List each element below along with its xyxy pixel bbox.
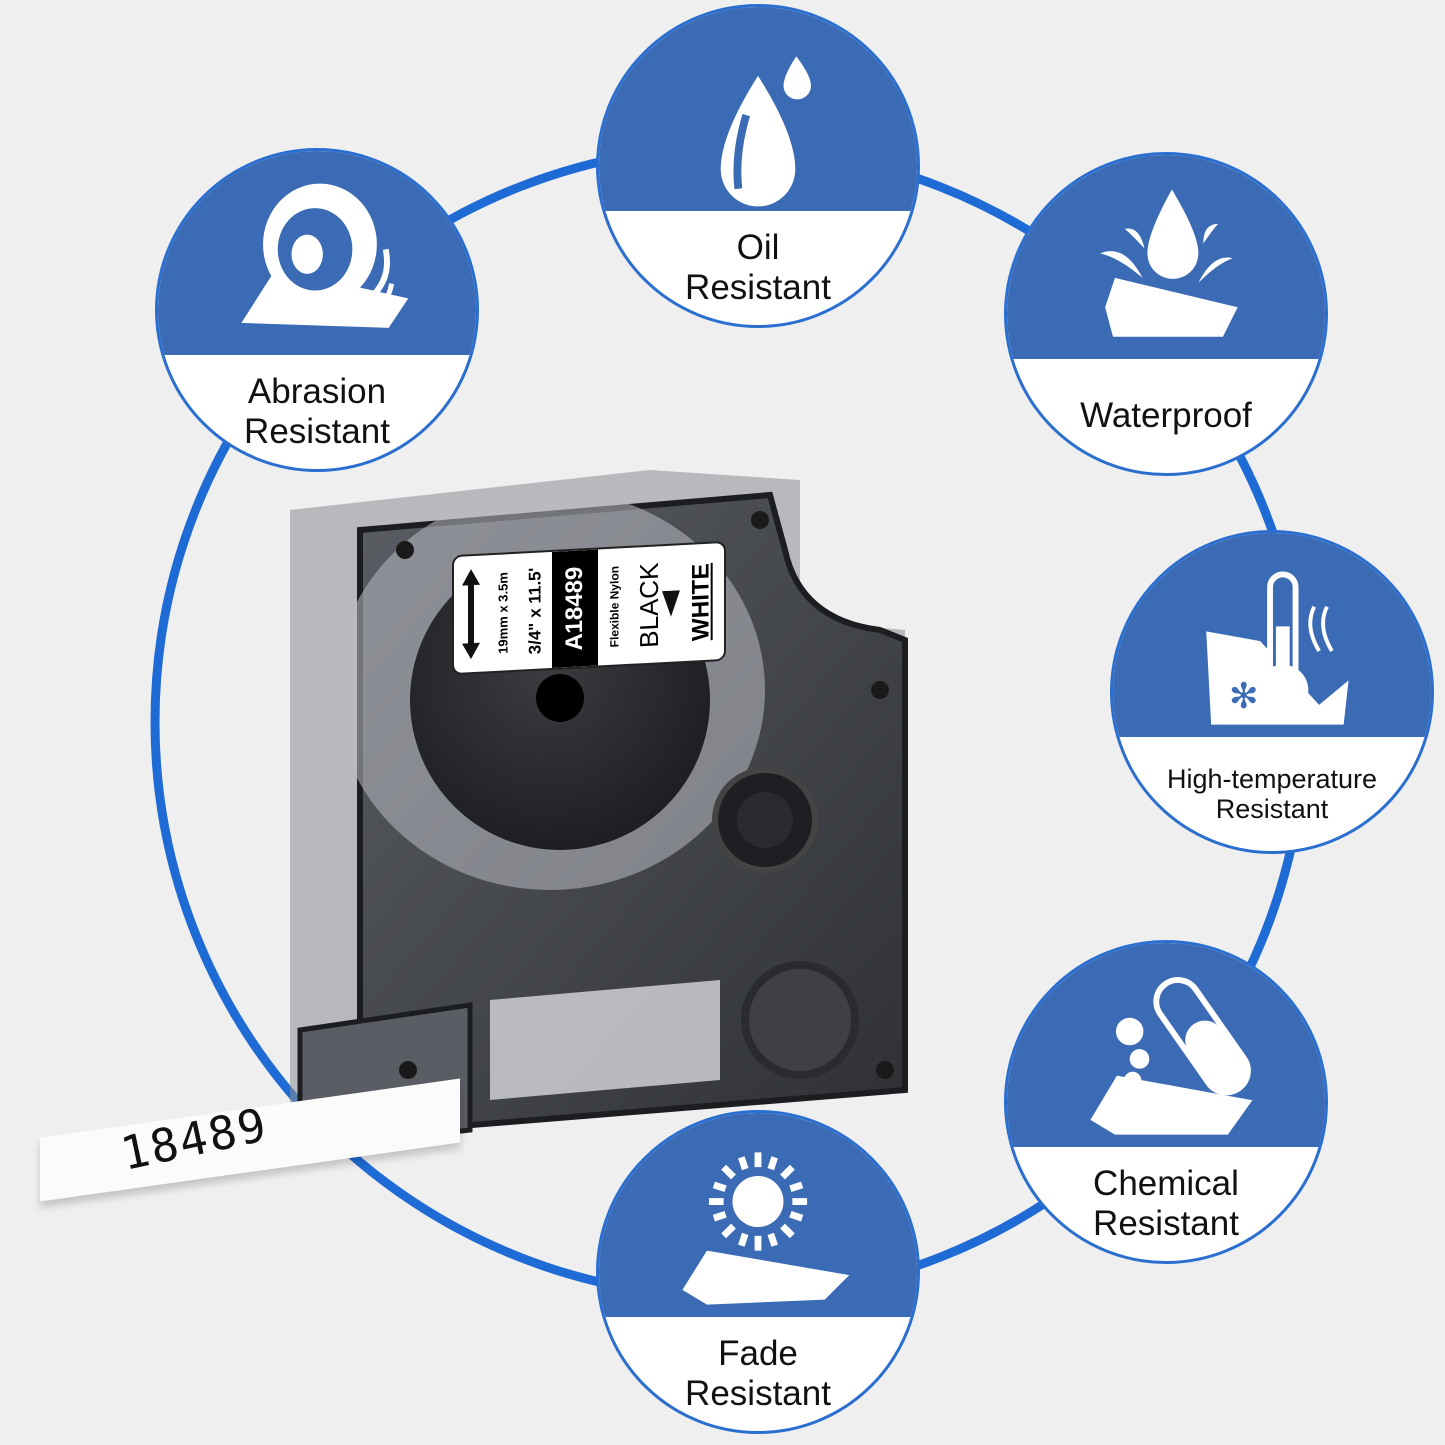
model-number: A18489 (561, 566, 589, 652)
badge-label-line2: Resistant (685, 267, 831, 307)
badge-label-line1: High-temperature (1166, 763, 1378, 794)
tape-color: WHITE (688, 562, 716, 642)
badge-label-line1: Abrasion (247, 371, 387, 411)
svg-text:✻: ✻ (1229, 677, 1259, 716)
badge-fade-resistant: Fade Resistant (596, 1110, 920, 1434)
label-tape-cartridge (290, 470, 908, 1153)
badge-oil-resistant: Oil Resistant (596, 4, 920, 328)
cartridge-label: 19mm x 3.5m 3/4" x 11.5' A18489 Flexible… (452, 540, 726, 676)
badge-label-line2: Resistant (1215, 793, 1329, 824)
water-splash-icon (1007, 155, 1325, 359)
sun-icon (599, 1113, 917, 1317)
thermometer-snowflake-icon: ✻ (1113, 533, 1431, 737)
roller (741, 961, 859, 1079)
spool-hole (536, 674, 584, 722)
badge-label-line2: Resistant (244, 411, 390, 451)
badge-high-temperature-resistant: ✻ High-temperature Resistant (1110, 530, 1434, 854)
badge-label-line1: Oil (736, 227, 780, 267)
arrow-right-icon (660, 545, 682, 662)
badge-label-line1: Chemical (1093, 1163, 1239, 1203)
tape-roll-icon (158, 151, 476, 355)
badge-chemical-resistant: Chemical Resistant (1004, 940, 1328, 1264)
badge-label-line2: Resistant (1093, 1203, 1239, 1243)
size-metric: 19mm x 3.5m (495, 571, 511, 654)
size-imperial: 3/4" x 11.5' (525, 566, 545, 655)
badge-label-line1: Waterproof (1080, 395, 1252, 435)
test-tube-icon (1007, 943, 1325, 1147)
badge-label-line1: Fade (718, 1333, 798, 1373)
material: Flexible Nylon (608, 565, 623, 648)
badge-label-line2: Resistant (685, 1373, 831, 1413)
badge-abrasion-resistant: Abrasion Resistant (155, 148, 479, 472)
badge-waterproof: Waterproof (1004, 152, 1328, 476)
width-arrow-icon (454, 555, 488, 673)
oil-drop-icon (599, 7, 917, 211)
